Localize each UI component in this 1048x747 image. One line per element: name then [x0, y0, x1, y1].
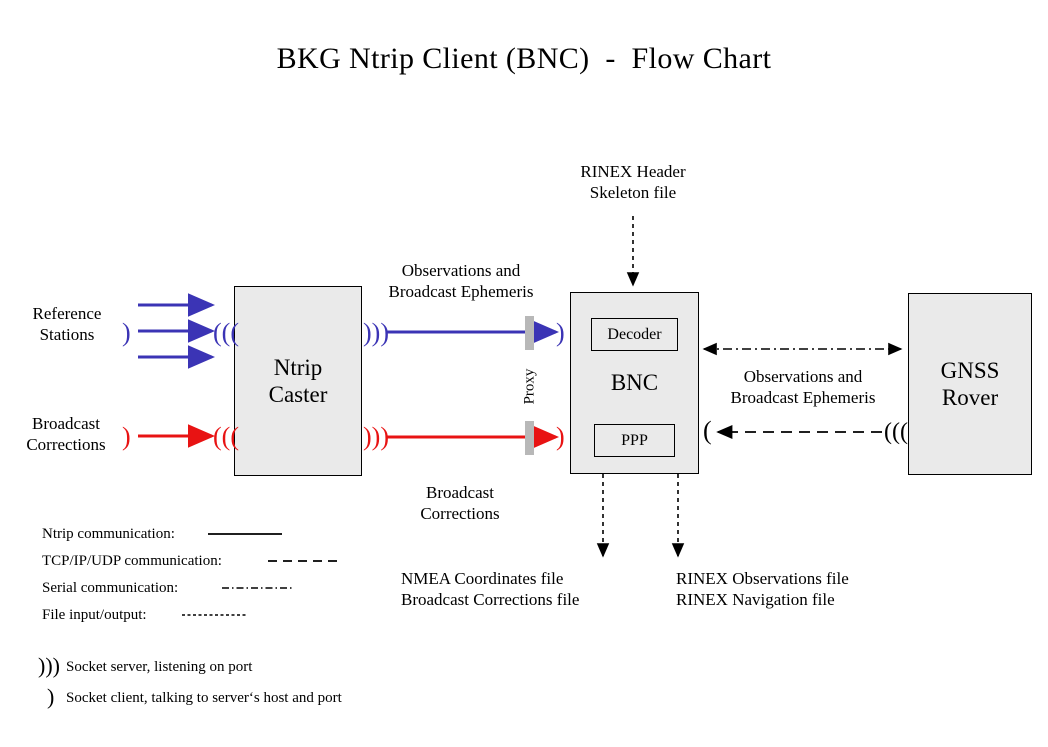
- socket-client-icon-bnc-observations: ): [556, 318, 565, 347]
- socket-client-icon-broadcast-corrections: ): [122, 422, 131, 451]
- legend-socket-server-label: Socket server, listening on port: [66, 659, 253, 675]
- node-bnc-ppp[interactable]: PPP: [594, 424, 675, 457]
- legend-item-ntrip-communication: Ntrip communication:: [42, 526, 175, 542]
- node-gnss-rover-label: GNSS Rover: [940, 357, 1000, 410]
- socket-client-icon-bnc-corrections: ): [556, 422, 565, 451]
- label-observations-ephemeris-left: Observations and Broadcast Ephemeris: [388, 261, 534, 302]
- label-broadcast-corrections-input: Broadcast Corrections: [26, 414, 106, 455]
- label-rinex-header-skeleton: RINEX Header Skeleton file: [580, 162, 686, 203]
- socket-server-icon-rover: (((: [884, 419, 908, 445]
- label-reference-stations: Reference Stations: [32, 304, 102, 345]
- node-ntrip-caster-label: Ntrip Caster: [268, 354, 328, 407]
- socket-server-icon-caster-in-observations: (((: [213, 318, 239, 347]
- socket-client-icon-bnc-rover: (: [703, 416, 712, 445]
- legend-item-file-input-output: File input/output:: [42, 607, 147, 623]
- legend-socket-server-icon: ))): [38, 653, 60, 678]
- socket-server-icon-caster-in-corrections: (((: [213, 422, 239, 451]
- label-broadcast-corrections-middle: Broadcast Corrections: [420, 483, 500, 524]
- label-nmea-output-files: NMEA Coordinates file Broadcast Correcti…: [401, 569, 580, 610]
- node-gnss-rover[interactable]: GNSS Rover: [908, 293, 1032, 475]
- socket-server-icon-caster-out-observations: ))): [363, 318, 389, 347]
- node-ntrip-caster[interactable]: Ntrip Caster: [234, 286, 362, 476]
- page-title: BKG Ntrip Client (BNC) - Flow Chart: [276, 42, 772, 75]
- proxy-bar-bottom: [525, 421, 534, 455]
- arrow-reference-stations-to-caster: [138, 293, 215, 369]
- node-bnc-decoder[interactable]: Decoder: [591, 318, 678, 351]
- legend-socket-client-label: Socket client, talking to server‘s host …: [66, 690, 342, 706]
- legend-item-tcp-udp-communication: TCP/IP/UDP communication:: [42, 553, 222, 569]
- socket-client-icon-reference-stations: ): [122, 318, 131, 347]
- label-observations-ephemeris-right: Observations and Broadcast Ephemeris: [730, 367, 876, 408]
- socket-server-icon-caster-out-corrections: ))): [363, 422, 389, 451]
- legend-item-serial-communication: Serial communication:: [42, 580, 179, 596]
- node-bnc-decoder-label: Decoder: [607, 325, 662, 343]
- proxy-bar-top: [525, 316, 534, 350]
- label-rinex-output-files: RINEX Observations file RINEX Navigation…: [676, 569, 849, 610]
- legend-socket-client-icon: ): [47, 684, 55, 709]
- node-bnc-label: BNC: [610, 370, 659, 396]
- node-bnc-ppp-label: PPP: [621, 431, 648, 449]
